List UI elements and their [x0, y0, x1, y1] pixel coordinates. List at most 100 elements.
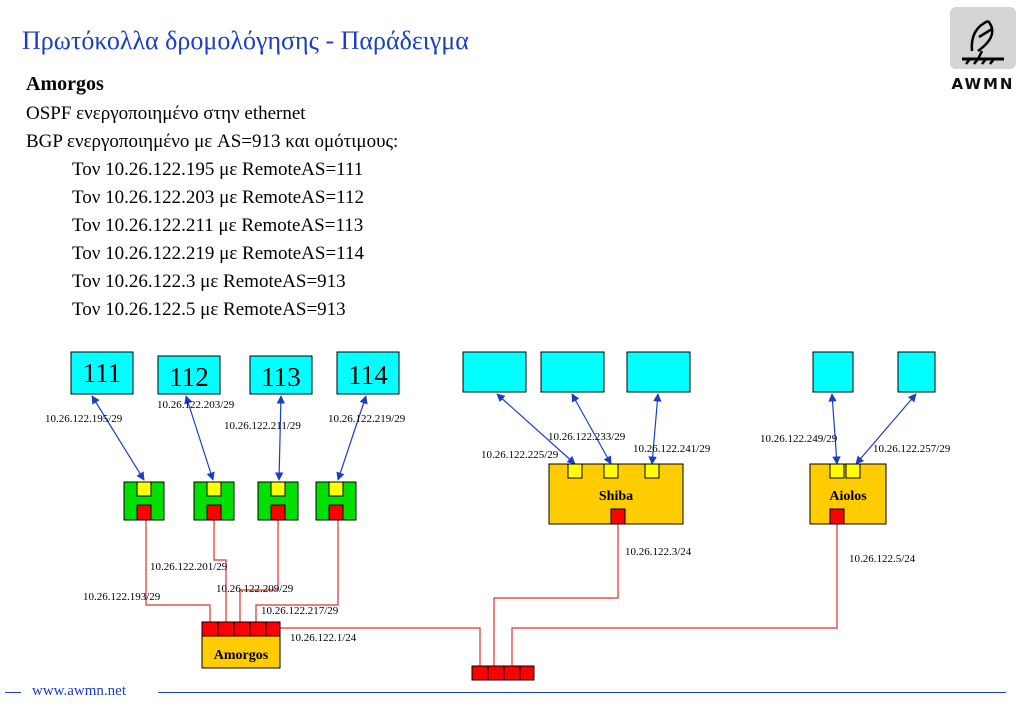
- radio-unit-113: [257, 481, 299, 521]
- link-shiba-3: [648, 393, 662, 465]
- ethernet-links: [145, 520, 838, 666]
- text-line-peer-6: Τον 10.26.122.5 με RemoteAS=913: [72, 299, 346, 320]
- as-label: 113: [261, 362, 301, 392]
- ethernet-port: [610, 508, 626, 525]
- ethernet-port: [233, 621, 251, 637]
- ip-label-217: 10.26.122.217/29: [261, 605, 339, 617]
- link-aiolos-1: [828, 393, 841, 465]
- wireless-port: [328, 481, 344, 497]
- ethernet-port: [136, 504, 152, 521]
- as-111: 111: [70, 351, 134, 395]
- ethernet-port: [328, 504, 344, 521]
- as-label: 112: [169, 362, 209, 392]
- text-line-peer-5: Τον 10.26.122.3 με RemoteAS=913: [72, 271, 346, 292]
- as-box: [249, 355, 313, 395]
- footer-rule-left: [5, 692, 21, 693]
- ethernet-port: [270, 504, 286, 521]
- wireless-port: [644, 463, 660, 479]
- wireless-port: [603, 463, 619, 479]
- link-shiba-1: [496, 393, 576, 465]
- ip-label-209: 10.26.122.209/29: [216, 583, 294, 595]
- switch-port: [503, 665, 521, 681]
- awmn-logo: AWMN: [950, 7, 1016, 93]
- ip-label-203: 10.26.122.203/29: [157, 399, 235, 411]
- aiolos-neighbor-1: [812, 351, 854, 393]
- link-201: [213, 520, 227, 622]
- router-subtitle: Amorgos: [26, 73, 104, 95]
- ip-label-211: 10.26.122.211/29: [224, 420, 301, 432]
- wireless-port: [845, 463, 861, 479]
- text-line-peer-4: Τον 10.26.122.219 με RemoteAS=114: [72, 243, 364, 264]
- antenna-dish-icon: [962, 19, 1004, 65]
- switch-port: [487, 665, 505, 681]
- as-box: [157, 355, 221, 395]
- ip-label-amorgos-eth: 10.26.122.1/24: [290, 632, 357, 644]
- as-114: 114: [336, 351, 400, 395]
- wireless-links: [91, 393, 917, 481]
- wireless-port: [206, 481, 222, 497]
- link-as111: [91, 395, 145, 481]
- link-shiba-2: [571, 393, 612, 465]
- shiba-neighbor-2: [540, 351, 605, 393]
- router-name: Shiba: [599, 489, 633, 504]
- switch-port: [471, 665, 489, 681]
- aiolos-neighbor-2: [897, 351, 936, 393]
- ethernet-port: [201, 621, 219, 637]
- ethernet-port: [265, 621, 281, 637]
- ethernet-port: [829, 508, 845, 525]
- router-name: Aiolos: [829, 489, 867, 504]
- ip-label-201: 10.26.122.201/29: [150, 561, 228, 573]
- wireless-port: [829, 463, 845, 479]
- ethernet-switch: [471, 665, 535, 681]
- ip-label-219: 10.26.122.219/29: [328, 413, 406, 425]
- shiba-neighbor-1: [462, 351, 527, 393]
- shiba-neighbor-3: [626, 351, 691, 393]
- router-amorgos: Amorgos: [201, 621, 281, 669]
- as-label: 111: [83, 358, 122, 388]
- logo-text: AWMN: [952, 75, 1015, 93]
- link-amorgos-switch: [280, 627, 481, 666]
- wireless-port: [270, 481, 286, 497]
- link-shiba-switch: [493, 524, 619, 666]
- ip-label-233: 10.26.122.233/29: [548, 431, 626, 443]
- link-as114: [336, 395, 368, 481]
- router-aiolos: Aiolos: [809, 463, 887, 525]
- link-aiolos-switch: [511, 524, 838, 666]
- wireless-port: [136, 481, 152, 497]
- radio-unit-111: [123, 481, 165, 521]
- text-line-peer-3: Τον 10.26.122.211 με RemoteAS=113: [72, 215, 364, 236]
- link-as112: [184, 395, 215, 481]
- text-line-peer-2: Τον 10.26.122.203 με RemoteAS=112: [72, 187, 364, 208]
- switch-port: [519, 665, 535, 681]
- radio-unit-112: [193, 481, 235, 521]
- as-113: 113: [249, 355, 313, 395]
- router-shiba: Shiba: [548, 463, 684, 525]
- as-box: [70, 351, 134, 395]
- footer-rule-right: [158, 692, 1006, 693]
- link-193: [145, 520, 211, 622]
- page-title: Πρωτόκολλα δρομολόγησης - Παράδειγμα: [22, 26, 469, 55]
- wireless-port: [567, 463, 583, 479]
- link-as113: [274, 395, 286, 481]
- ip-label-241: 10.26.122.241/29: [633, 443, 711, 455]
- text-line-ospf: OSPF ενεργοποιημένο στην ethernet: [26, 103, 306, 124]
- router-name: Amorgos: [214, 648, 269, 663]
- link-217: [255, 520, 339, 622]
- ethernet-port: [217, 621, 235, 637]
- radio-unit-114: [315, 481, 357, 521]
- ip-label-257: 10.26.122.257/29: [873, 443, 951, 455]
- ip-label-193: 10.26.122.193/29: [83, 591, 161, 603]
- ethernet-port: [249, 621, 267, 637]
- logo-background: [950, 7, 1016, 69]
- ip-label-shiba-eth: 10.26.122.3/24: [625, 546, 692, 558]
- ip-label-225: 10.26.122.225/29: [481, 449, 559, 461]
- ip-label-249: 10.26.122.249/29: [760, 433, 838, 445]
- ip-label-195: 10.26.122.195/29: [45, 413, 123, 425]
- as-label: 114: [348, 360, 388, 390]
- ethernet-port: [206, 504, 222, 521]
- as-112: 112: [157, 355, 221, 395]
- footer-url[interactable]: www.awmn.net: [32, 683, 127, 699]
- text-line-bgp: BGP ενεργοποιημένο με AS=913 και ομότιμο…: [26, 131, 399, 152]
- text-line-peer-1: Τον 10.26.122.195 με RemoteAS=111: [72, 159, 364, 180]
